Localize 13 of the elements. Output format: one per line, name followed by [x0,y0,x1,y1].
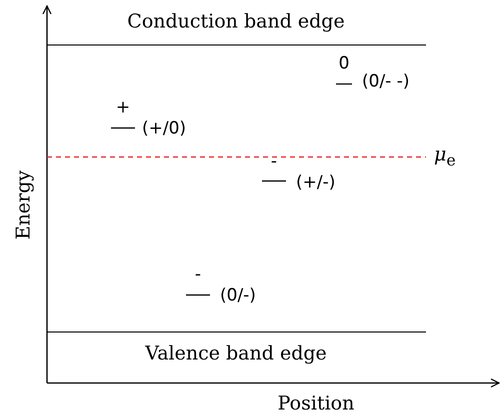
charge-state: - [194,266,202,284]
axis-title: Energy [14,170,34,240]
charge-state: + [116,100,130,116]
transition-label: (+/-) [296,174,336,192]
charge-state: - [270,154,278,170]
band-edge-label: Valence band edge [145,344,327,364]
transition-label: (0/- -) [362,74,410,90]
band-edge-label: Conduction band edge [127,12,345,32]
axis-title: Position [278,394,354,414]
transition-label: (0/-) [220,288,256,304]
charge-state: 0 [338,56,350,72]
chemical-potential-label: μ$_{e}$ [434,146,456,168]
transition-label: (+/0) [142,120,186,138]
